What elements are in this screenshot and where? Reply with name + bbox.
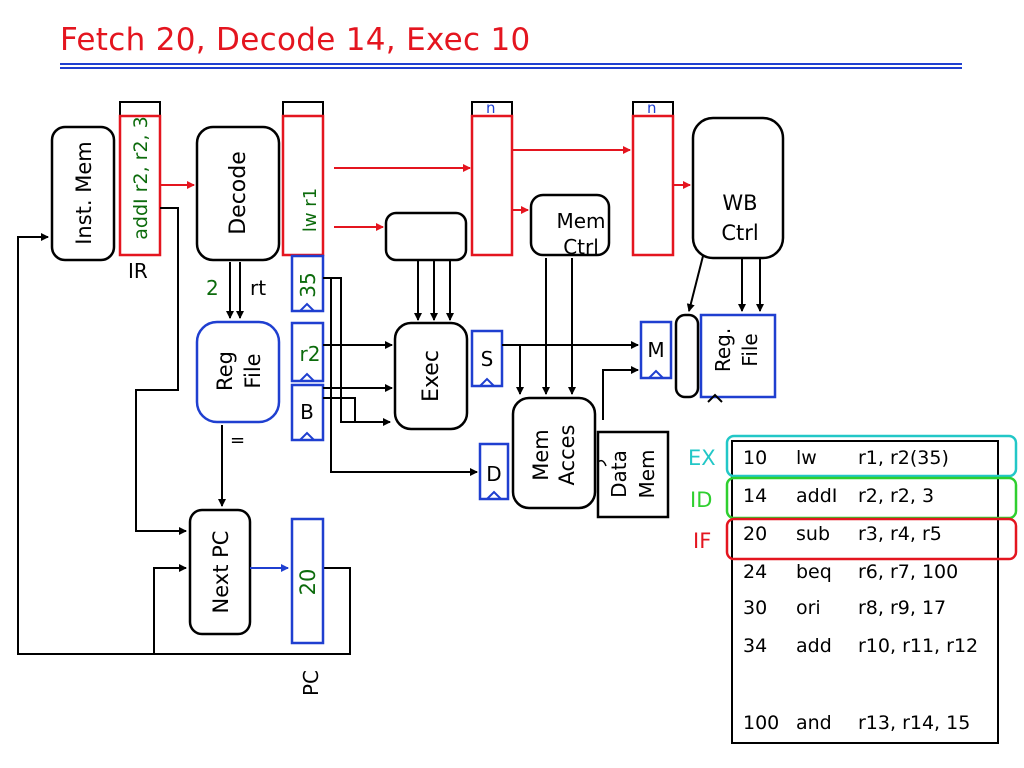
exec-ctrl-box xyxy=(384,211,468,262)
imm-value: 35 xyxy=(296,272,320,297)
equal-label: = xyxy=(230,430,245,451)
mem-ctrl-box xyxy=(529,193,611,257)
program-addr-3: 24 xyxy=(743,561,767,583)
reg-file-wb-clock xyxy=(707,393,723,403)
decode-to-regfile-arrows xyxy=(226,262,244,319)
program-op-1: addI xyxy=(796,485,837,507)
inst-mem-label: Inst. Mem xyxy=(72,141,96,245)
control-arrows xyxy=(160,146,691,231)
program-op-6: and xyxy=(796,712,832,734)
mem-reg-n: n xyxy=(647,99,657,117)
mem-ctrl-label-2: Ctrl xyxy=(563,235,599,259)
b-register-label: B xyxy=(300,400,314,424)
write-mux xyxy=(674,313,700,399)
pc-label: PC xyxy=(299,670,323,696)
reg-file-label-2: File xyxy=(241,353,265,388)
a-register xyxy=(290,321,325,383)
s-register xyxy=(470,329,504,388)
program-args-6: r13, r14, 15 xyxy=(858,712,970,734)
b-register xyxy=(290,383,325,442)
program-op-0: lw xyxy=(796,447,817,469)
mem-pipeline-register xyxy=(631,114,675,257)
m-register xyxy=(639,320,673,380)
pc-value: 20 xyxy=(296,569,320,596)
program-listing xyxy=(731,440,999,744)
data-mem-small-arrow xyxy=(597,459,607,467)
a-register-value: r2 xyxy=(300,342,321,366)
exec-box xyxy=(393,321,469,431)
program-op-4: ori xyxy=(796,597,821,619)
title-rule xyxy=(60,63,962,69)
wb-ctrl-box xyxy=(691,116,785,260)
data-mem-label-2: Mem xyxy=(635,449,659,498)
d-register-label: D xyxy=(486,462,501,486)
wb-ctrl-label-1: WB xyxy=(722,191,757,215)
next-pc-label: Next PC xyxy=(209,531,233,614)
program-args-1: r2, r2, 3 xyxy=(858,485,934,507)
program-args-0: r1, r2(35) xyxy=(858,447,949,469)
program-args-3: r6, r7, 100 xyxy=(858,561,958,583)
id-reg-content: lw r1 xyxy=(300,188,321,232)
inst-mem-box xyxy=(50,125,116,262)
decode-label: Decode xyxy=(226,151,251,235)
stage-highlights: EX ID IF xyxy=(688,434,1018,561)
stage-box-if xyxy=(725,517,1018,561)
reg-file-box xyxy=(195,320,281,424)
program-rows: 10 lw r1, r2(35) 14 addI r2, r2, 3 20 sub r3, r4… xyxy=(743,447,978,734)
id-reg-cap xyxy=(282,101,324,117)
reg-file-wb-box xyxy=(699,313,777,399)
reg-file-wb-label-2: File xyxy=(738,333,762,366)
program-addr-2: 20 xyxy=(743,523,767,545)
mem-access-box xyxy=(511,396,597,510)
program-addr-0: 10 xyxy=(743,447,767,469)
stage-label-id: ID xyxy=(690,488,712,512)
program-op-3: beq xyxy=(796,561,832,583)
program-args-4: r8, r9, 17 xyxy=(858,597,946,619)
program-addr-6: 100 xyxy=(743,712,779,734)
data-mem-box xyxy=(596,430,670,519)
decode-box xyxy=(195,125,281,262)
m-register-label: M xyxy=(647,338,664,362)
pc-register xyxy=(290,517,325,645)
program-addr-4: 30 xyxy=(743,597,767,619)
slide-title: Fetch 20, Decode 14, Exec 10 xyxy=(60,22,531,58)
id-pipeline-register xyxy=(281,114,325,257)
ex-reg-n: n xyxy=(486,99,496,117)
program-args-5: r10, r11, r12 xyxy=(858,635,978,657)
mem-access-label-1: Mem xyxy=(529,429,553,481)
s-register-label: S xyxy=(481,347,494,371)
stage-box-ex xyxy=(725,434,1018,478)
program-addr-5: 34 xyxy=(743,635,767,657)
d-register xyxy=(478,442,510,501)
ir-register xyxy=(118,114,162,257)
reg-file-wb-label-1: Reg. xyxy=(711,328,735,372)
rs-value-label: 2 xyxy=(206,276,219,300)
exec-label: Exec xyxy=(419,350,444,402)
imm-register xyxy=(290,254,325,313)
stage-label-ex: EX xyxy=(688,446,716,470)
datapath-wires xyxy=(17,207,639,655)
mem-ctrl-label-1: Mem xyxy=(556,209,605,233)
stage-label-if: IF xyxy=(693,529,711,553)
ir-cap xyxy=(119,101,161,117)
wb-ctrl-label-2: Ctrl xyxy=(721,221,758,245)
data-mem-label-1: Data xyxy=(607,450,631,498)
exec-ctrl-arrows xyxy=(414,260,454,321)
program-args-2: r3, r4, r5 xyxy=(858,523,942,545)
ir-content: addI r2, r2, 3 xyxy=(130,116,152,239)
ex-pipeline-register xyxy=(470,114,514,257)
ir-label: IR xyxy=(128,259,148,283)
program-addr-1: 14 xyxy=(743,485,767,507)
wb-ctrl-arrows xyxy=(686,255,764,312)
mem-access-label-2: Acces xyxy=(555,425,579,486)
program-op-2: sub xyxy=(796,523,830,545)
program-op-5: add xyxy=(796,635,832,657)
rt-label: rt xyxy=(250,276,266,300)
reg-file-label-1: Reg xyxy=(213,351,237,391)
next-pc-box xyxy=(188,508,252,636)
